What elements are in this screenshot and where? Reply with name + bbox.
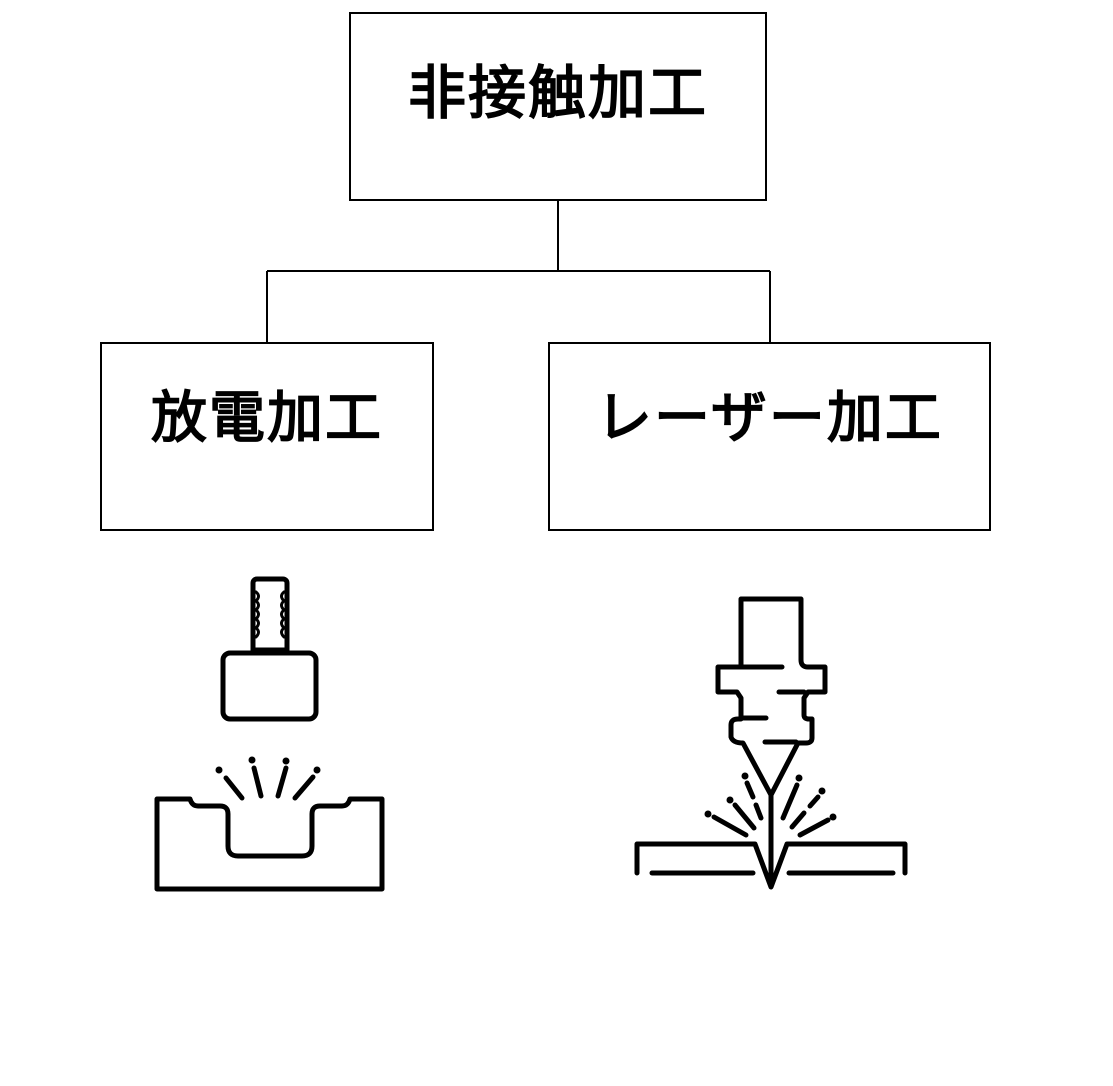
spark-1 (223, 775, 245, 801)
spark-4 (292, 774, 316, 801)
laser-node: レーザー加工 (548, 342, 991, 531)
electrode-head (220, 650, 319, 722)
spark-l3b (753, 802, 764, 821)
root-node: 非接触加工 (349, 12, 767, 201)
workpiece-plate (634, 841, 908, 890)
spark-l3a (744, 780, 756, 800)
spark-r2b (789, 810, 807, 830)
spark-r3 (780, 782, 800, 821)
spark-2 (251, 765, 264, 799)
spark-3 (275, 765, 289, 799)
laser-head (715, 596, 828, 798)
workpiece (154, 796, 385, 892)
laser-node-label: レーザー加工 (596, 386, 943, 451)
spark-l1 (711, 814, 749, 838)
spark-l2 (732, 802, 757, 831)
edm-node-label: 放電加工 (151, 386, 383, 451)
root-node-label: 非接触加工 (407, 59, 708, 127)
spark-r1 (797, 817, 831, 838)
spark-r2a (807, 794, 821, 809)
thread-right (280, 590, 286, 639)
thread-left (254, 590, 260, 639)
edm-node: 放電加工 (100, 342, 434, 531)
